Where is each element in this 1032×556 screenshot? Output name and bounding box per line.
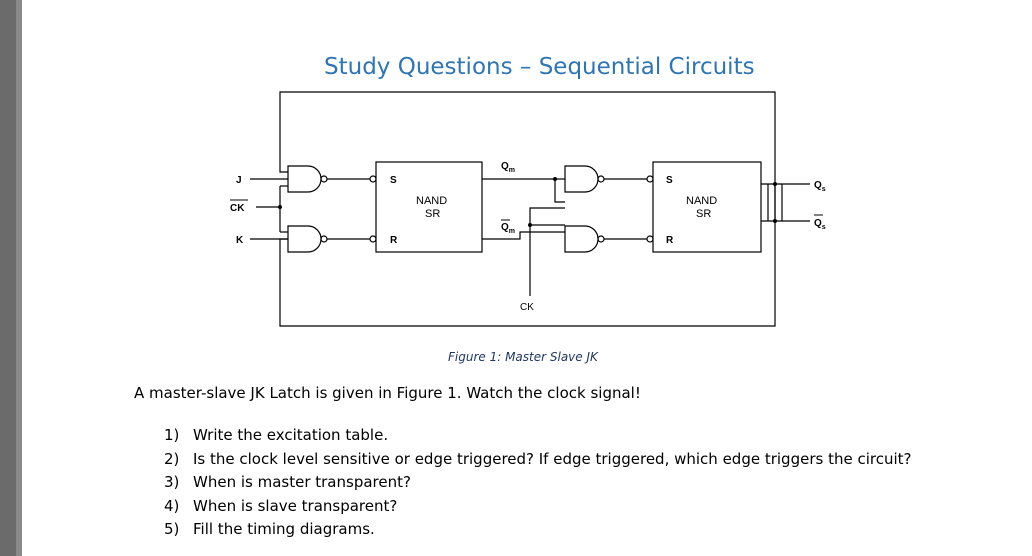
qm-label: Qm	[501, 161, 515, 174]
master-s-label: S	[390, 175, 397, 186]
master-nand-gate-top	[287, 165, 322, 193]
qm-bar-wire	[482, 231, 565, 240]
slave-r-label: R	[666, 235, 674, 246]
j-label: J	[236, 175, 242, 186]
qs-label: Qs	[814, 180, 826, 193]
question-text: When is slave transparent?	[193, 496, 398, 515]
master-nand-sr-latch	[375, 161, 483, 253]
page-title: Study Questions – Sequential Circuits	[324, 54, 755, 80]
window-edge-strip	[0, 0, 22, 556]
slave-nand-label: NAND	[686, 195, 717, 207]
ck-label: CK	[520, 302, 534, 313]
ck-bar-label: CK	[230, 203, 245, 214]
slave-nand-sr-latch	[652, 161, 762, 253]
question-number: 2)	[164, 449, 180, 468]
question-number: 3)	[164, 473, 180, 491]
list-item: 1) Write the excitation table.	[164, 426, 911, 450]
slave-sr-label: SR	[696, 208, 711, 220]
study-questions-list: 1) Write the excitation table. 2) Is the c…	[164, 426, 911, 544]
figure-caption: Figure 1: Master Slave JK	[448, 350, 598, 364]
master-sr-label: SR	[425, 208, 440, 220]
question-number: 1)	[164, 426, 180, 444]
master-r-label: R	[390, 235, 398, 246]
master-slave-jk-diagram: J CK K S R NAND SR Qm Qm CK S R NAND SR …	[230, 91, 826, 327]
qm-wire	[482, 178, 565, 203]
window-edge-highlight	[16, 0, 22, 556]
question-text: Write the excitation table.	[193, 426, 389, 444]
list-item: 3) When is master transparent?	[164, 473, 911, 497]
master-nand-gate-bottom	[287, 225, 322, 253]
slave-nand-gate-bottom	[564, 225, 599, 253]
k-label: K	[236, 235, 244, 246]
question-text: When is master transparent?	[193, 473, 411, 491]
list-item: 4) When is slave transparent?	[164, 497, 911, 521]
master-nand-label: NAND	[416, 195, 447, 207]
list-item: 2) Is the clock level sensitive or edge t…	[164, 450, 911, 474]
ck-wire	[529, 207, 565, 296]
qs-bar-label: Qs	[814, 218, 826, 231]
top-feedback-wire	[279, 91, 776, 221]
question-number: 5)	[164, 520, 180, 538]
qm-bar-label: Qm	[501, 222, 515, 235]
question-text: Fill the timing diagrams.	[193, 520, 375, 538]
intro-paragraph: A master-slave JK Latch is given in Figu…	[134, 384, 641, 402]
question-text: Is the clock level sensitive or edge tri…	[193, 449, 912, 468]
list-item: 5) Fill the timing diagrams.	[164, 520, 911, 544]
slave-nand-gate-top	[564, 165, 599, 193]
slave-s-label: S	[666, 175, 673, 186]
question-number: 4)	[164, 496, 180, 515]
